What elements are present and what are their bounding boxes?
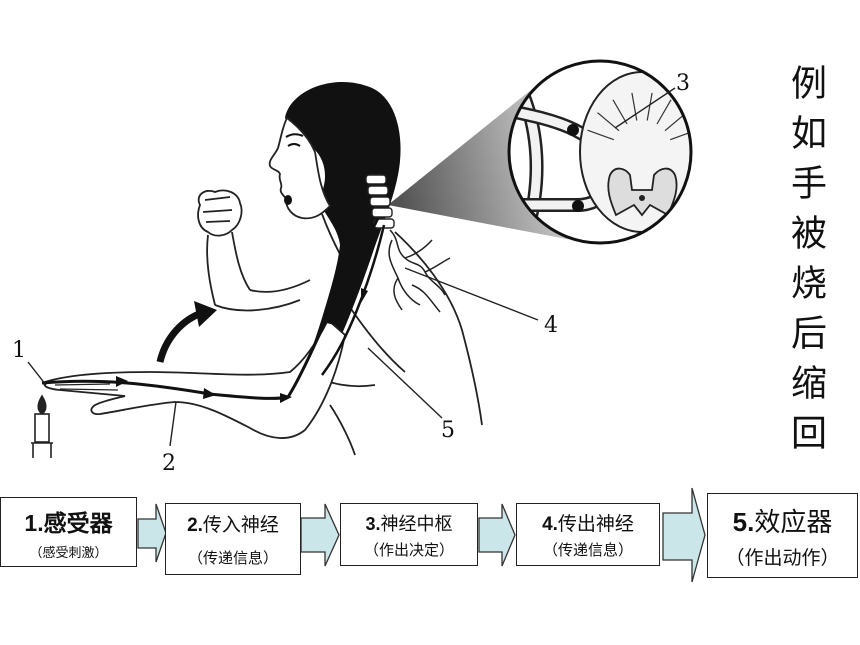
- label-leader-lines: [27, 87, 676, 447]
- flow-step-receptor: 1.感受器 （感受刺激）: [0, 497, 137, 567]
- step-number: 3.: [365, 513, 381, 534]
- ventral-junction-dot: [572, 200, 584, 212]
- step-name: 传入神经: [202, 514, 279, 536]
- efferent-nerve-path: [320, 224, 386, 376]
- nerve-arrowhead: [280, 393, 292, 403]
- step-note: （传递信息）: [542, 541, 633, 559]
- label-receptor: 1: [12, 338, 26, 363]
- fist: [197, 189, 243, 237]
- flow-arrow-1: [137, 503, 167, 563]
- step-title: 4.传出神经: [542, 509, 634, 536]
- step-note: （感受刺激）: [29, 545, 108, 561]
- step-note: （作出动作）: [725, 546, 840, 569]
- eyebrow: [285, 133, 304, 138]
- flow-arrow-2: [300, 503, 340, 567]
- open-mouth: [284, 195, 292, 205]
- nerve-arrowhead: [322, 306, 335, 325]
- label-nerve-center: 3: [676, 71, 690, 96]
- candle: [31, 394, 53, 458]
- arm-shape: [43, 318, 346, 439]
- dorsal-ganglion-dot: [567, 124, 579, 136]
- side-caption: 例如手被烧后缩回: [785, 64, 826, 464]
- step-number: 4.: [542, 514, 558, 535]
- outstretched-arm: [43, 318, 346, 439]
- hair: [285, 81, 401, 405]
- candle-holder: [31, 442, 53, 458]
- flow-arrow-3: [478, 503, 516, 567]
- gray-matter: [607, 167, 678, 217]
- step-number: 1.: [24, 509, 44, 536]
- step-title: 1.感受器: [24, 504, 112, 538]
- finger-lines: [54, 383, 119, 391]
- label-effector: 5: [441, 418, 455, 443]
- nerve-arrowhead: [203, 388, 216, 399]
- step-title: 5.效应器: [733, 502, 833, 539]
- candle-flame: [37, 394, 47, 416]
- candle-body: [34, 413, 50, 443]
- flow-arrows: [137, 487, 706, 583]
- step-name: 神经中枢: [380, 513, 453, 535]
- flow-step-afferent-nerve: 2.传入神经 （传递信息）: [165, 503, 301, 575]
- label-afferent-nerve: 2: [162, 451, 176, 476]
- raised-arm: [197, 189, 311, 312]
- step-name: 效应器: [754, 507, 833, 538]
- step-note: （传递信息）: [187, 549, 278, 567]
- flow-step-nerve-center: 3.神经中枢 （作出决定）: [340, 503, 478, 566]
- spinal-cord-zoom: [507, 59, 693, 245]
- flow-step-efferent-nerve: 4.传出神经 （传递信息）: [516, 503, 660, 566]
- spine-vertebrae: [365, 174, 395, 229]
- step-name: 传出神经: [557, 513, 634, 535]
- nerve-arrowhead: [361, 288, 368, 303]
- step-number: 5.: [732, 506, 755, 537]
- withdraw-motion-arrow: [156, 301, 217, 363]
- spinal-nerve-branches: [388, 229, 451, 313]
- flow-arrow-4: [662, 487, 706, 583]
- torso-outline: [329, 404, 356, 456]
- sleeve-outline: [344, 299, 406, 373]
- label-efferent-nerve: 4: [544, 313, 558, 338]
- step-title: 2.传入神经: [187, 510, 279, 537]
- zoom-circle-outline: [507, 59, 693, 245]
- face-profile: [268, 116, 332, 220]
- step-number: 2.: [187, 515, 203, 536]
- eye: [287, 143, 301, 147]
- flow-step-effector: 5.效应器 （作出动作）: [707, 493, 858, 578]
- face: [268, 116, 332, 220]
- step-note: （作出决定）: [363, 540, 454, 559]
- nerve-arrowhead: [116, 376, 128, 387]
- step-title: 3.神经中枢: [365, 510, 452, 536]
- central-canal: [639, 195, 645, 201]
- afferent-nerve-path: [41, 217, 380, 403]
- step-name: 感受器: [43, 510, 113, 537]
